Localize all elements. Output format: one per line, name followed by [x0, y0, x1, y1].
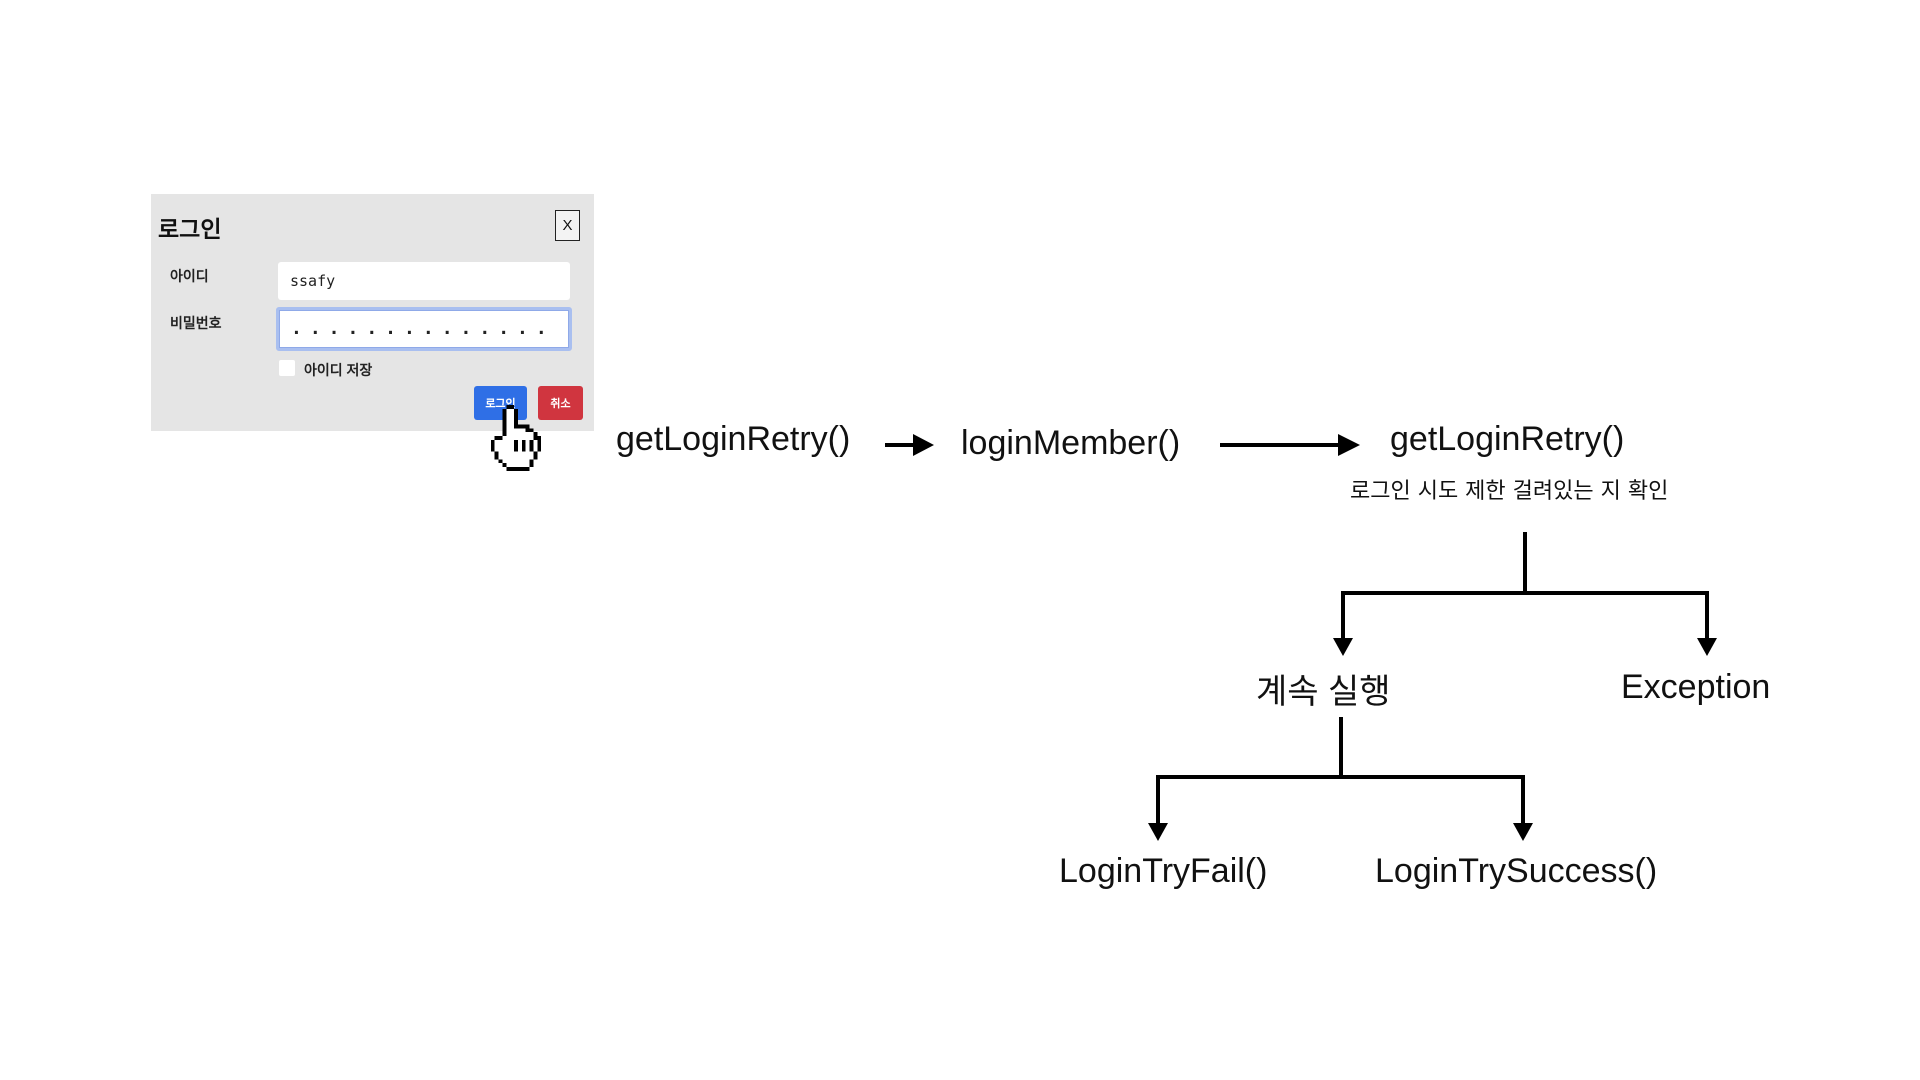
arrowhead-fail — [1148, 823, 1168, 841]
save-id-label: 아이디 저장 — [304, 362, 373, 378]
arrowhead-step2 — [913, 434, 934, 456]
id-input[interactable]: ssafy — [278, 262, 570, 300]
password-input[interactable]: .............. — [276, 307, 572, 351]
id-input-value: ssafy — [290, 272, 336, 290]
modal-title: 로그인 — [158, 216, 222, 242]
password-mask: .............. — [291, 318, 555, 339]
save-id-checkbox[interactable] — [279, 360, 295, 376]
id-label: 아이디 — [170, 268, 209, 284]
node-get-login-retry-2: getLoginRetry() — [1390, 420, 1625, 458]
node-continue: 계속 실행 — [1256, 673, 1391, 711]
node-get-login-retry-note: 로그인 시도 제한 걸려있는 지 확인 — [1350, 479, 1669, 504]
close-button[interactable]: X — [555, 210, 580, 241]
node-exception: Exception — [1621, 668, 1771, 706]
close-icon[interactable]: X — [562, 217, 573, 234]
arrowhead-success — [1513, 823, 1533, 841]
password-label: 비밀번호 — [170, 315, 222, 331]
node-get-login-retry-1: getLoginRetry() — [616, 420, 851, 458]
node-login-member: loginMember() — [961, 424, 1181, 462]
node-login-try-success: LoginTrySuccess() — [1375, 852, 1658, 890]
cancel-button[interactable]: 취소 — [538, 386, 583, 420]
arrowhead-continue — [1333, 638, 1353, 656]
node-login-try-fail: LoginTryFail() — [1059, 852, 1268, 890]
pointing-hand-cursor-icon — [490, 405, 542, 471]
arrowhead-step3 — [1338, 434, 1360, 456]
login-modal: 로그인 X 아이디 ssafy 비밀번호 .............. 아이디 … — [151, 194, 594, 431]
arrowhead-exception — [1697, 638, 1717, 656]
